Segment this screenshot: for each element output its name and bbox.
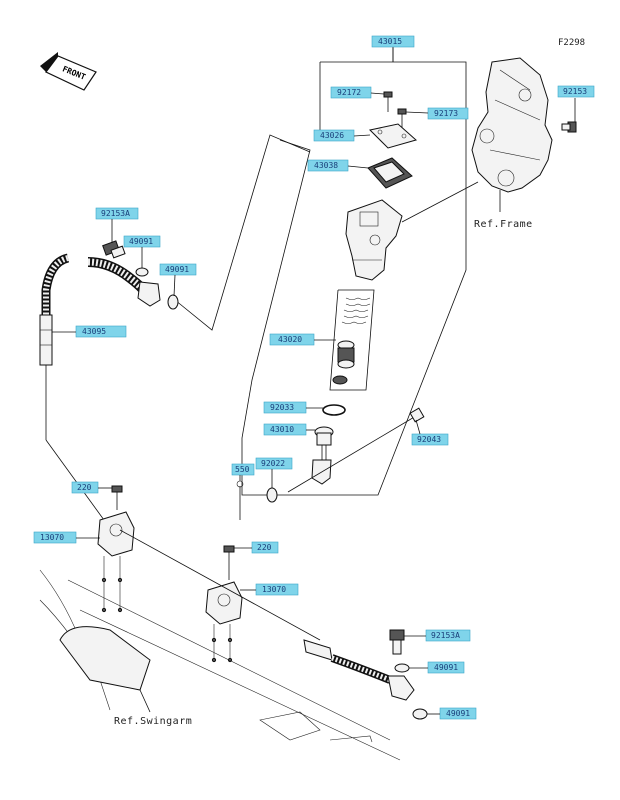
callout-13070-b: 13070 — [240, 583, 299, 596]
callout-550: 550 — [231, 463, 255, 481]
svg-text:43015: 43015 — [378, 37, 402, 46]
lower-brake-hose — [303, 639, 415, 701]
svg-text:92153A: 92153A — [101, 209, 130, 218]
callout-92033: 92033 — [263, 401, 323, 414]
frame-bracket — [471, 57, 553, 212]
screw-92172-icon — [383, 91, 393, 112]
washer-49091-b-icon — [167, 294, 179, 310]
brake-hose-line — [119, 529, 321, 641]
callout-220-a: 220 — [71, 481, 112, 494]
callout-43095: 43095 — [52, 325, 127, 338]
svg-text:92033: 92033 — [270, 403, 294, 412]
svg-text:92153: 92153 — [563, 87, 587, 96]
callout-13070-a: 13070 — [33, 531, 100, 544]
master-cylinder-body — [345, 181, 479, 281]
callout-49091-a: 49091 — [123, 235, 161, 268]
circlip-92033-icon — [322, 404, 346, 416]
callout-92043: 92043 — [411, 419, 449, 446]
banjo-bolt-92153a-right — [389, 629, 405, 655]
svg-text:49091: 49091 — [446, 709, 470, 718]
clamp-13070-a — [97, 511, 135, 613]
svg-text:220: 220 — [77, 483, 92, 492]
callout-49091-c: 49091 — [409, 661, 465, 674]
callout-43020: 43020 — [269, 333, 336, 346]
svg-text:43010: 43010 — [270, 425, 294, 434]
svg-text:49091: 49091 — [129, 237, 153, 246]
callout-43015: 43015 — [371, 35, 415, 62]
svg-text:43095: 43095 — [82, 327, 106, 336]
svg-text:92173: 92173 — [434, 109, 458, 118]
washer-92022-icon — [266, 487, 278, 503]
svg-text:49091: 49091 — [165, 265, 189, 274]
callout-92172: 92172 — [330, 86, 385, 99]
callout-92153a-left: 92153A — [95, 207, 139, 243]
ref-swingarm-label: Ref.Swingarm — [114, 716, 192, 727]
svg-text:92153A: 92153A — [431, 631, 460, 640]
svg-text:550: 550 — [235, 465, 250, 474]
front-arrow-icon: FRONT — [40, 52, 97, 91]
banjo-bolt-92153a-left — [102, 240, 126, 259]
callout-49091-b: 49091 — [159, 263, 197, 297]
pin-92043 — [287, 407, 425, 493]
diaphragm-43038 — [367, 157, 413, 189]
screw-220-a-icon — [111, 485, 123, 510]
svg-text:92172: 92172 — [337, 88, 361, 97]
svg-text:43038: 43038 — [314, 161, 338, 170]
svg-text:92043: 92043 — [417, 435, 441, 444]
svg-text:92022: 92022 — [261, 459, 285, 468]
piston-kit-43020 — [329, 289, 375, 391]
callout-92173: 92173 — [405, 107, 469, 120]
svg-text:220: 220 — [257, 543, 272, 552]
svg-text:13070: 13070 — [262, 585, 286, 594]
callout-92153a-right: 92153A — [404, 629, 471, 642]
swingarm — [39, 569, 401, 761]
washer-49091-d-icon — [412, 708, 428, 720]
reservoir-hose-43095 — [39, 253, 161, 521]
callout-92022: 92022 — [255, 457, 293, 488]
callout-220-b: 220 — [234, 541, 279, 554]
screw-220-b-icon — [223, 545, 235, 580]
washer-49091-c-icon — [394, 663, 410, 673]
svg-text:13070: 13070 — [40, 533, 64, 542]
callout-43038: 43038 — [307, 159, 369, 172]
washer-49091-a-icon — [135, 267, 149, 277]
reservoir-cap-43026 — [368, 123, 418, 149]
bolt-92153-icon — [561, 121, 577, 133]
svg-text:49091: 49091 — [434, 663, 458, 672]
callout-43026: 43026 — [313, 129, 371, 142]
figure-code: F2298 — [558, 38, 585, 48]
hose-leader — [174, 134, 311, 331]
screw-92173-icon — [397, 108, 407, 128]
svg-text:43020: 43020 — [278, 335, 302, 344]
callout-43010: 43010 — [263, 423, 315, 436]
svg-text:43026: 43026 — [320, 131, 344, 140]
ref-frame-label: Ref.Frame — [474, 219, 533, 230]
callout-49091-d: 49091 — [427, 707, 477, 720]
callout-92153: 92153 — [557, 85, 595, 98]
